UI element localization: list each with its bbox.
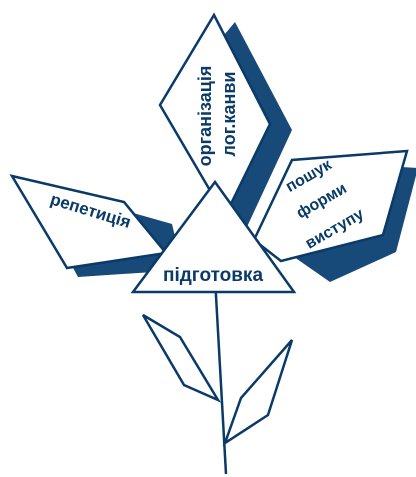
center-label: підготовка (163, 265, 263, 286)
petal-top-label-line1: організація (195, 66, 215, 167)
petal-top-label-line2: лог.канви (219, 72, 239, 157)
leaf-left (143, 315, 218, 400)
leaf-right (225, 340, 292, 443)
